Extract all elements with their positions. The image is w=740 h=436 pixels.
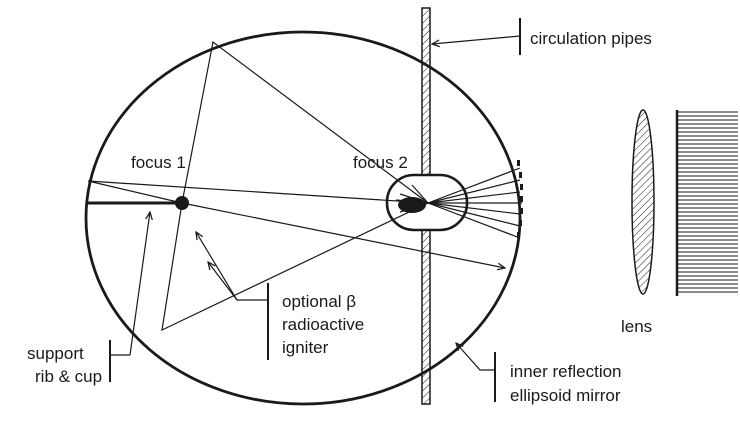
support-label-line-2: rib & cup	[35, 367, 103, 386]
focus-2-core	[398, 197, 426, 213]
lens-shape	[631, 109, 655, 295]
mirror-label-line-2: ellipsoid mirror	[510, 386, 621, 405]
ray-paths	[87, 40, 522, 332]
ellipsoid-mirror-outline	[84, 30, 522, 406]
circulation-pipes-label: circulation pipes	[530, 29, 652, 48]
exit-aperture-dots	[517, 160, 523, 238]
mirror-label-line-1: inner reflection	[510, 362, 622, 381]
focus-1-label: focus 1	[131, 153, 186, 172]
focus-1-point	[175, 196, 189, 210]
support-label-line-1: support	[27, 344, 84, 363]
lens-label: lens	[621, 317, 653, 336]
igniter-label-line-3: igniter	[282, 338, 329, 357]
parallel-beam	[677, 111, 738, 293]
leader-lines	[109, 18, 521, 402]
igniter-label-line-2: radioactive	[282, 315, 365, 334]
focus-2-label: focus 2	[353, 153, 408, 172]
igniter-label-line-1: optional β	[282, 292, 357, 311]
